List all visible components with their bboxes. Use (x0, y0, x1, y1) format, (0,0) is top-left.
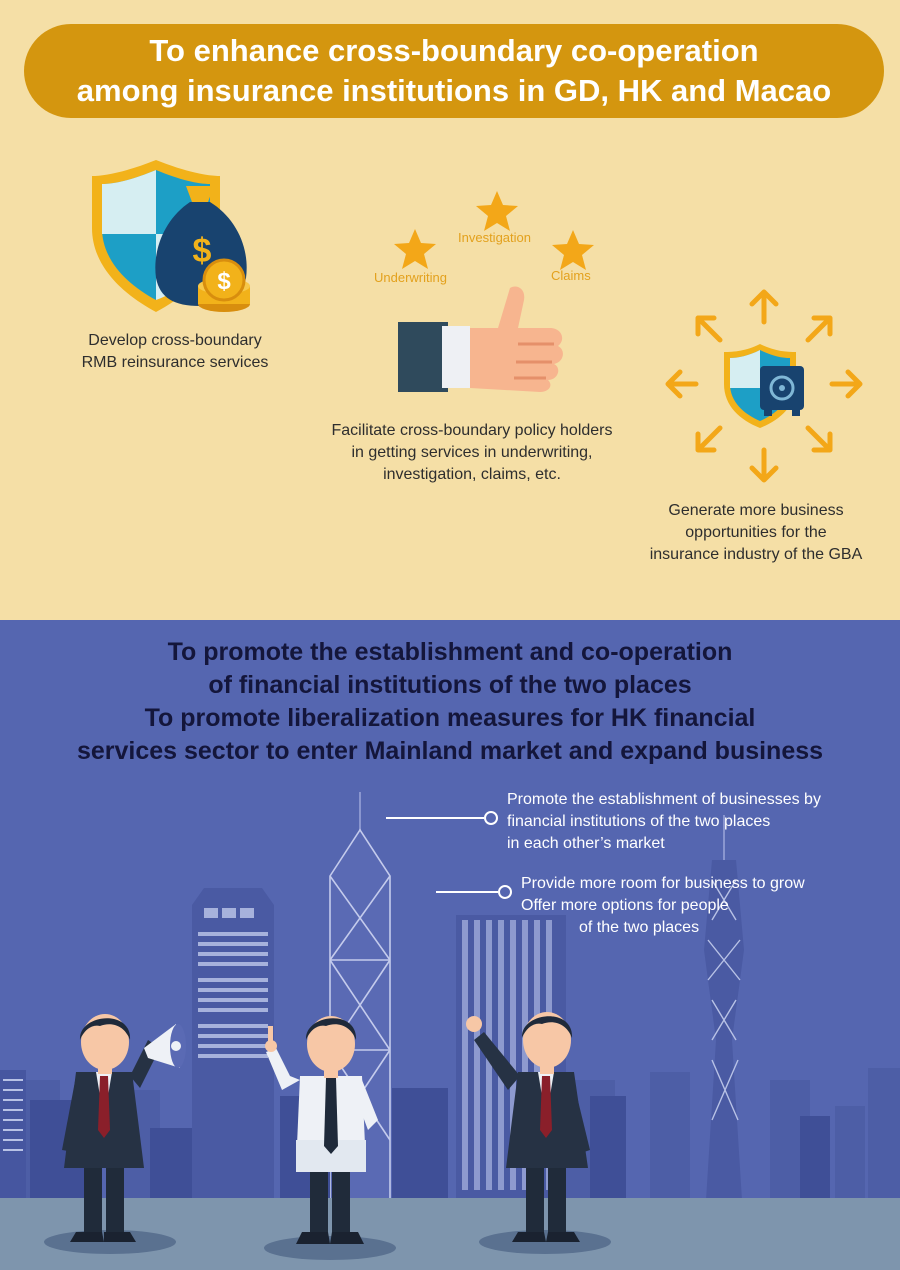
item-2-line-1: Facilitate cross-boundary policy holders (331, 422, 613, 439)
item-1-caption: Develop cross-boundary RMB reinsurance s… (40, 330, 310, 374)
callout-1-line-1: Promote the establishment of businesses … (507, 791, 821, 808)
item-1-line-2: RMB reinsurance services (81, 354, 269, 371)
star-icon (476, 191, 518, 231)
insurance-section: To enhance cross-boundary co-operation a… (0, 0, 900, 620)
banner-line-1: To enhance cross-boundary co-operation (149, 33, 759, 68)
svg-text:$: $ (193, 232, 212, 270)
item-3-line-3: insurance industry of the GBA (649, 546, 863, 563)
item-3-line-1: Generate more business (668, 502, 844, 519)
callout-2-line-3: of the two places (579, 919, 700, 936)
callout-1-line-2: financial institutions of the two places (507, 813, 771, 830)
star-label-underwriting: Underwriting (374, 270, 447, 285)
item-1-line-1: Develop cross-boundary (88, 332, 262, 349)
item-2-caption: Facilitate cross-boundary policy holders… (290, 420, 654, 486)
star-icon (552, 230, 594, 270)
callout-1-line-3: in each other’s market (507, 835, 665, 852)
callout-2-line-2: Offer more options for people (521, 897, 729, 914)
item-3-caption: Generate more business opportunities for… (620, 500, 892, 566)
insurance-banner: To enhance cross-boundary co-operation a… (24, 24, 884, 118)
svg-text:$: $ (217, 268, 231, 295)
city-skyline-illustration (0, 792, 900, 1270)
title-line-4: services sector to enter Mainland market… (76, 737, 824, 765)
safe-shield-expand-icon (665, 289, 863, 483)
financial-section: To promote the establishment and co-oper… (0, 620, 900, 1270)
title-line-2: of financial institutions of the two pla… (208, 671, 692, 699)
star-label-claims: Claims (551, 268, 591, 283)
thumbs-up-icon (398, 286, 563, 392)
item-2-line-2: in getting services in underwriting, (351, 444, 593, 461)
star-icon (394, 229, 436, 269)
callout-2-line-1: Provide more room for business to grow (521, 875, 805, 892)
callout-establishment: Promote the establishment of businesses … (507, 789, 887, 855)
item-3-line-2: opportunities for the (685, 524, 827, 541)
money-bag-shield-icon: $ $ (92, 160, 250, 312)
callout-room-to-grow: Provide more room for business to grow O… (521, 873, 881, 939)
financial-title: To promote the establishment and co-oper… (0, 636, 900, 768)
item-2-line-3: investigation, claims, etc. (383, 466, 561, 483)
title-line-1: To promote the establishment and co-oper… (167, 638, 733, 666)
star-label-investigation: Investigation (458, 230, 531, 245)
banner-line-2: among insurance institutions in GD, HK a… (76, 73, 832, 108)
title-line-3: To promote liberalization measures for H… (144, 704, 756, 732)
